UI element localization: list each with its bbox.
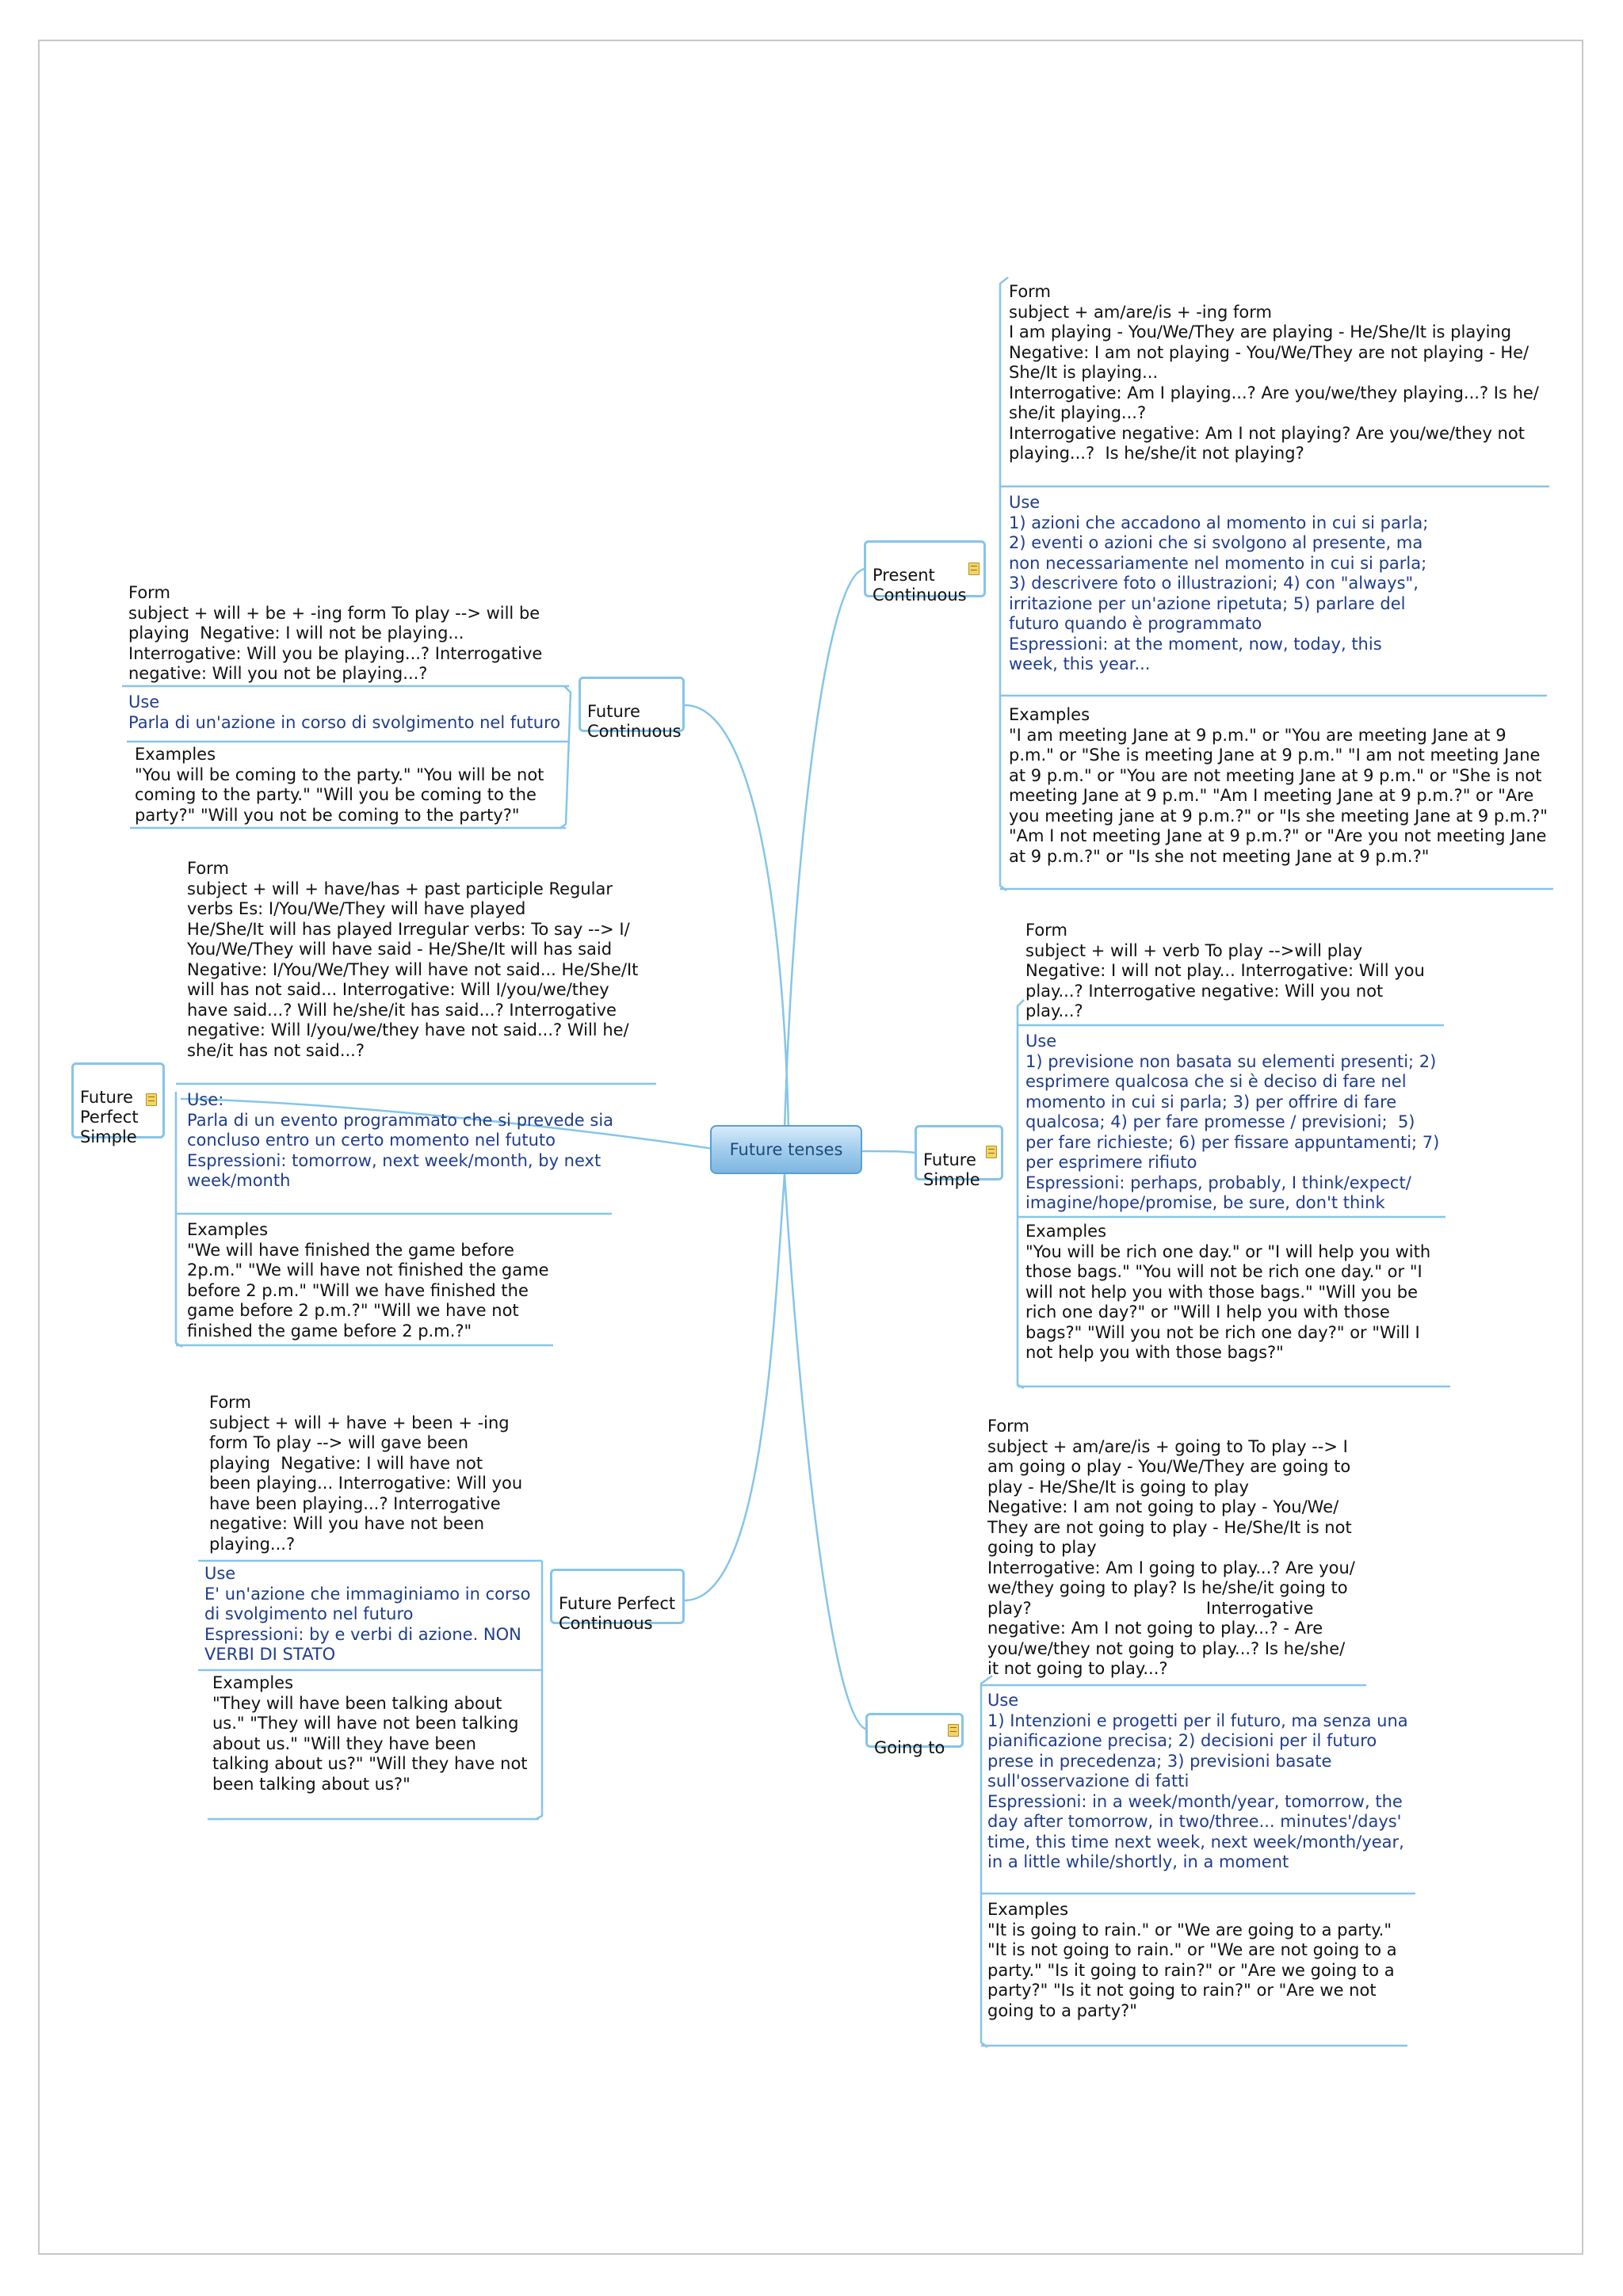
branch-label: Going to [874,1738,945,1757]
branch-future-continuous[interactable]: Future Continuous [579,677,685,741]
topic-examples: Examples "We will have finished the game… [187,1220,549,1341]
branch-present-continuous[interactable]: Present Continuous [864,540,986,605]
note-icon[interactable] [146,1093,157,1106]
link-future-simple [861,1150,916,1154]
topic-use: Use 1) azioni che accadono al momento in… [1009,493,1429,673]
topic-use: Use E' un'azione che immaginiamo in cors… [204,1564,531,1664]
topic-examples: Examples "You will be rich one day." or … [1025,1222,1431,1362]
topic-form: Form subject + will + verb To play -->wi… [1025,921,1425,1020]
topic-examples: Examples "You will be coming to the part… [135,745,544,825]
topic-form: Form subject + will + have + been + -ing… [209,1393,523,1554]
branch-future-simple[interactable]: Future Simple [915,1125,1003,1189]
link-present-continuous [783,567,866,1130]
branch-future-perfect-continuous[interactable]: Future Perfect Continuous [550,1569,685,1633]
page-frame [38,40,1583,2255]
topic-examples: Examples "I am meeting Jane at 9 p.m." o… [1009,705,1548,866]
central-node-label: Future tenses [729,1140,843,1159]
topic-examples: Examples "They will have been talking ab… [212,1673,528,1794]
branch-label: Future Perfect Continuous [559,1594,676,1633]
link-future-perfect-simple [180,1097,714,1150]
note-icon[interactable] [986,1146,997,1158]
note-icon[interactable] [948,1724,959,1737]
topic-form: Form subject + will + have/has + past pa… [187,859,639,1060]
link-going-to [783,1173,869,1731]
bracket-future-perfect-continuous [535,1561,544,1821]
branch-future-perfect-simple[interactable]: Future Perfect Simple [71,1062,165,1146]
central-node-future-tenses[interactable]: Future tenses [710,1125,862,1174]
branch-going-to[interactable]: Going to [865,1713,964,1757]
link-future-continuous [684,704,790,1130]
topic-form: Form subject + will + be + -ing form To … [128,583,543,683]
topic-form: Form subject + am/are/is + -ing form I a… [1009,282,1539,463]
topic-use: Use: Parla di un evento programmato che … [187,1090,614,1190]
topic-use: Use Parla di un'azione in corso di svolg… [128,692,561,732]
bracket-future-continuous [559,685,572,830]
branch-label: Future Simple [923,1150,980,1189]
link-future-perfect-continuous [684,1173,786,1602]
topic-use: Use 1) Intenzioni e progetti per il futu… [987,1691,1408,1871]
topic-use: Use 1) previsione non basata su elementi… [1025,1032,1440,1212]
note-icon[interactable] [968,563,980,575]
branch-label: Future Perfect Simple [80,1088,139,1146]
topic-form: Form subject + am/are/is + going to To p… [987,1417,1355,1678]
topic-examples: Examples "It is going to rain." or "We a… [987,1900,1397,2020]
branch-label: Present Continuous [873,566,967,605]
branch-label: Future Continuous [587,702,682,741]
